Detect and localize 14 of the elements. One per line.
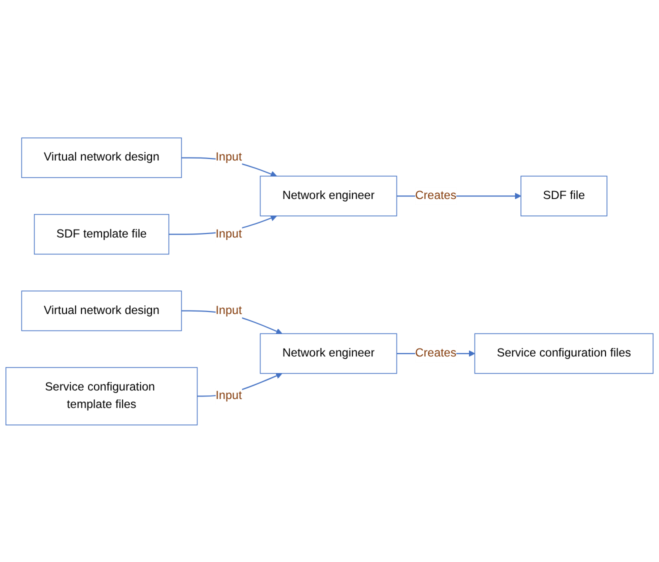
node-box: Network engineer — [260, 332, 398, 374]
node-box: SDF file — [520, 175, 608, 216]
edge-label: Creates — [415, 346, 456, 360]
node-box: Network engineer — [260, 175, 398, 216]
node-box: Service configuration template files — [6, 366, 198, 425]
edge-label: Input — [216, 389, 242, 402]
node-box: Service configuration files — [474, 332, 654, 374]
node-box: Virtual network design — [21, 137, 182, 178]
edge-label: Input — [216, 304, 242, 316]
edge-label: Input — [216, 227, 242, 240]
node-box: SDF template file — [34, 214, 170, 254]
edge-label: Creates — [415, 188, 456, 202]
edge-label: Input — [216, 150, 242, 164]
node-box: Virtual network design — [21, 290, 182, 331]
